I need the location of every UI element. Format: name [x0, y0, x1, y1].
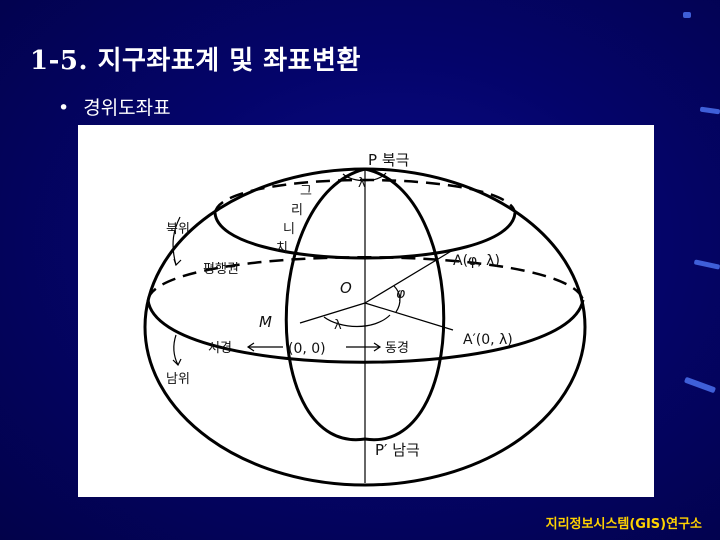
lambda-center-label: λ — [334, 318, 342, 333]
west-longitude-label: 서경 — [208, 341, 232, 356]
point-a-prime-label: A′(0, λ) — [463, 332, 513, 348]
bullet-text: 경위도좌표 — [83, 97, 171, 119]
decorative-stripe — [693, 259, 720, 270]
south-latitude-arrow — [173, 334, 179, 366]
point-a-label: A(φ, λ) — [453, 253, 500, 269]
radius-to-a — [364, 249, 454, 304]
greenwich-char-4: 치 — [276, 241, 288, 256]
south-pole-label: P′ 남극 — [375, 441, 420, 459]
lambda-angle-arc — [323, 314, 391, 327]
lambda-pole-arc — [342, 172, 387, 182]
south-latitude-label: 남위 — [166, 372, 190, 387]
equator-front — [146, 299, 585, 364]
west-arrowhead — [246, 342, 255, 352]
greenwich-meridian — [284, 167, 366, 442]
radius-to-m — [299, 302, 366, 324]
decorative-stripe — [683, 376, 717, 394]
equator-back — [146, 256, 585, 301]
greenwich-char-1: 그 — [300, 184, 312, 199]
north-latitude-label: 북위 — [166, 222, 190, 237]
north-latitude-arrowhead — [173, 258, 182, 267]
lambda-top-label: λ — [358, 176, 366, 191]
slide-title: 1-5. 지구좌표계 및 좌표변환 — [30, 46, 361, 76]
east-longitude-label: 동경 — [385, 341, 409, 356]
meridian-lambda — [364, 167, 446, 441]
parallel-label: 평행권 — [203, 261, 239, 277]
phi-label: φ — [396, 286, 406, 302]
south-latitude-arrowhead — [172, 358, 182, 367]
bullet-dot-icon: • — [58, 97, 70, 119]
point-m-label: M — [259, 313, 272, 331]
center-o-label: O — [340, 279, 352, 297]
radius-to-a-prime — [364, 302, 454, 331]
origin-label: (0, 0) — [288, 341, 326, 357]
decorative-stripe — [683, 12, 691, 18]
east-arrowhead — [373, 342, 382, 352]
north-pole-label: P 북극 — [368, 151, 410, 169]
institute-footer: 지리정보시스템(GIS)연구소 — [545, 517, 702, 532]
greenwich-char-2: 리 — [291, 203, 303, 218]
decorative-stripe — [699, 106, 720, 115]
globe-diagram-svg: P 북극 λ 그 리 니 치 북위 평행권 O φ λ M A(φ, λ) 서경… — [143, 151, 587, 487]
greenwich-char-3: 니 — [283, 222, 295, 237]
parallel-back — [213, 178, 517, 214]
bullet-item: • 경위도좌표 — [58, 93, 171, 120]
phi-angle-arc — [393, 285, 401, 313]
geographic-coordinate-diagram: P 북극 λ 그 리 니 치 북위 평행권 O φ λ M A(φ, λ) 서경… — [78, 125, 654, 497]
